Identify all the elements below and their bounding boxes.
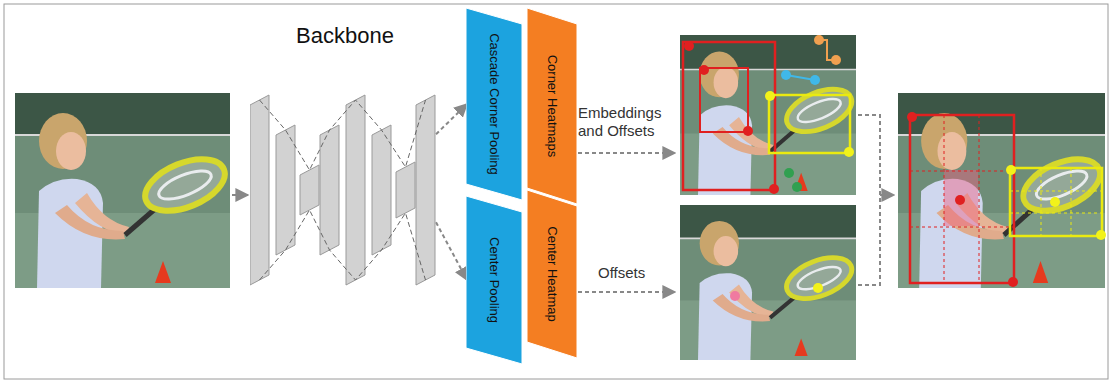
layer-link — [260, 100, 426, 170]
block-title: Backbone — [250, 22, 440, 50]
module-block: Center Heatmap — [527, 190, 577, 358]
layer-link — [260, 210, 426, 280]
dashed-connector — [436, 222, 467, 280]
feature-plate — [250, 95, 269, 285]
module-block: Cascade Corner Pooling — [466, 8, 522, 200]
feature-plate — [300, 165, 319, 215]
parallelogram-fill — [466, 196, 522, 364]
feature-plate — [346, 95, 365, 285]
module-label: Center Pooling — [487, 237, 502, 323]
backbone-layers — [250, 60, 440, 307]
module-block: Center Pooling — [466, 196, 522, 364]
module-block: Corner Heatmaps — [527, 8, 577, 204]
module-label: Cascade Corner Pooling — [487, 33, 502, 175]
dashed-connector — [436, 104, 467, 134]
flow-label: Embeddings and Offsets — [578, 104, 678, 140]
feature-plate — [276, 125, 295, 255]
parallelogram-fill — [527, 190, 577, 358]
parallelogram-fill — [466, 8, 522, 200]
feature-plate — [396, 162, 415, 218]
flow-label: Offsets — [598, 264, 678, 282]
module-label: Center Heatmap — [545, 226, 560, 321]
parallelogram-fill — [527, 8, 577, 204]
feature-plate — [372, 125, 391, 255]
feature-plate — [320, 125, 339, 255]
module-label: Corner Heatmaps — [545, 55, 560, 158]
backbone-block: Backbone — [250, 22, 440, 307]
